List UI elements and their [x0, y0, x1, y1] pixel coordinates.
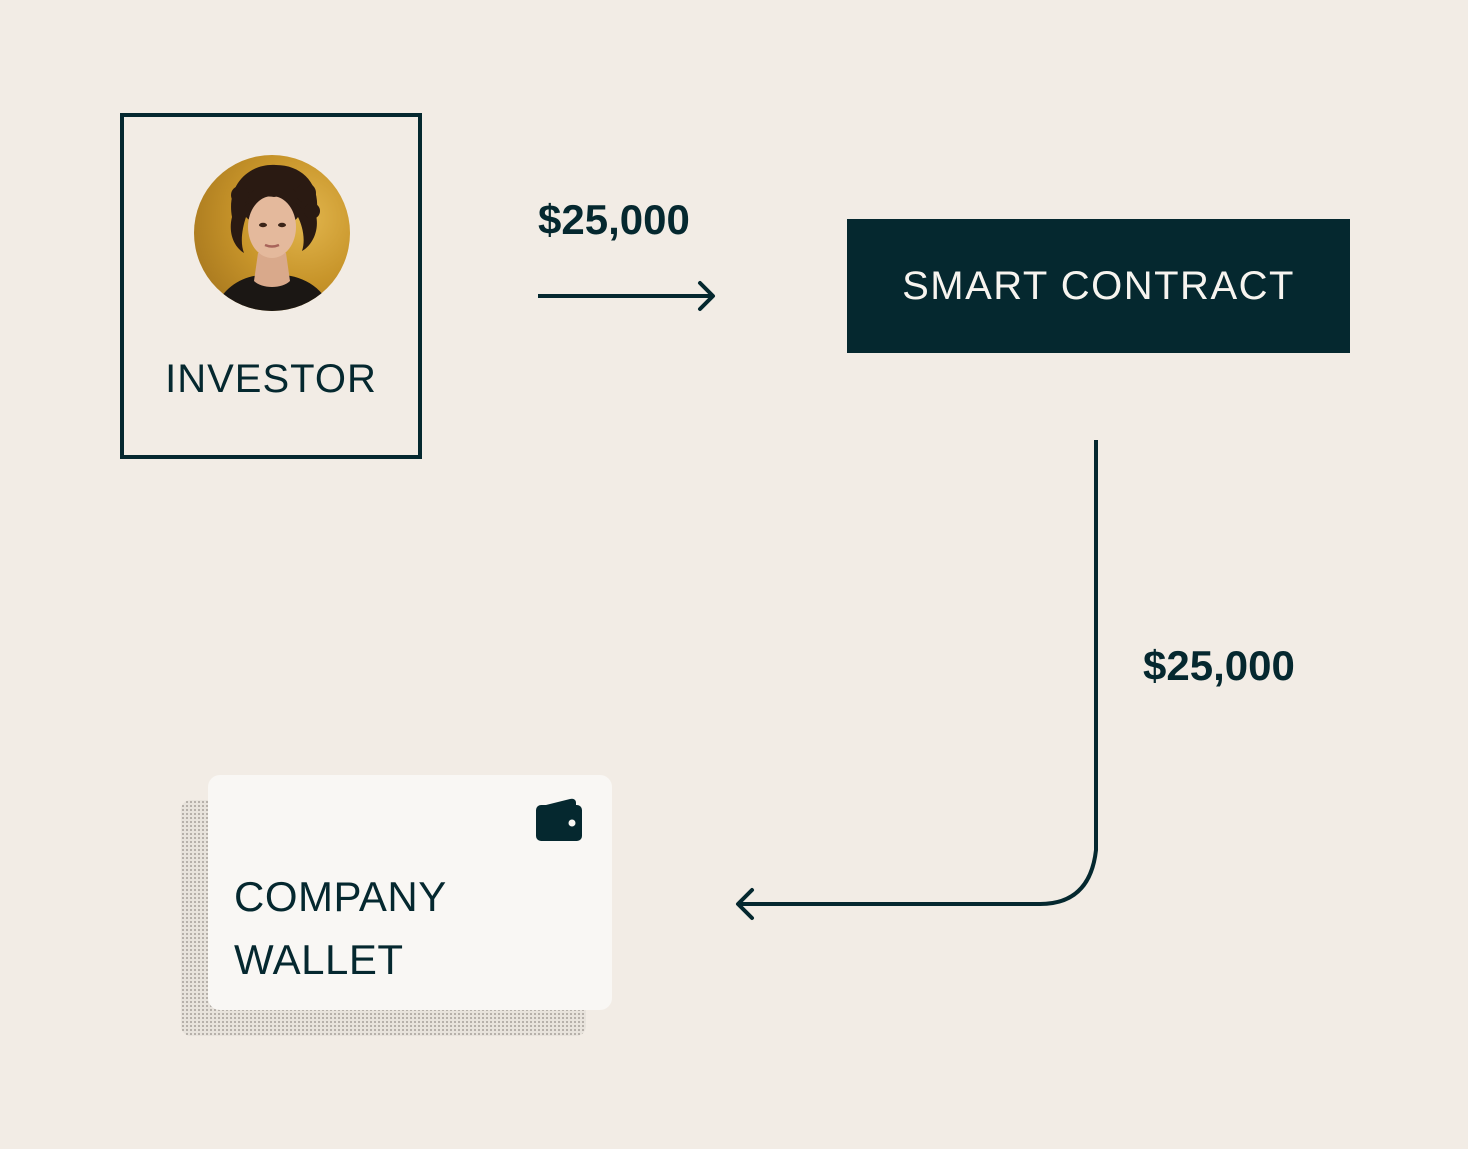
- company-wallet-node: COMPANY WALLET: [208, 775, 612, 1010]
- investor-label: INVESTOR: [165, 357, 377, 401]
- investor-node: INVESTOR: [120, 113, 422, 459]
- company-wallet-line2: WALLET: [234, 936, 404, 983]
- portrait-image: [214, 164, 332, 311]
- amount-investor-to-contract: $25,000: [538, 196, 690, 243]
- arrow-contract-to-wallet: [736, 440, 1098, 920]
- smart-contract-label: SMART CONTRACT: [902, 263, 1295, 308]
- investor-avatar: [194, 155, 350, 311]
- smart-contract-node: SMART CONTRACT: [847, 219, 1350, 353]
- company-wallet-label: COMPANY WALLET: [234, 865, 447, 991]
- amount-contract-to-wallet: $25,000: [1143, 642, 1295, 689]
- wallet-icon: [534, 795, 584, 845]
- arrow-investor-to-contract: [538, 281, 715, 311]
- company-wallet-line1: COMPANY: [234, 873, 447, 920]
